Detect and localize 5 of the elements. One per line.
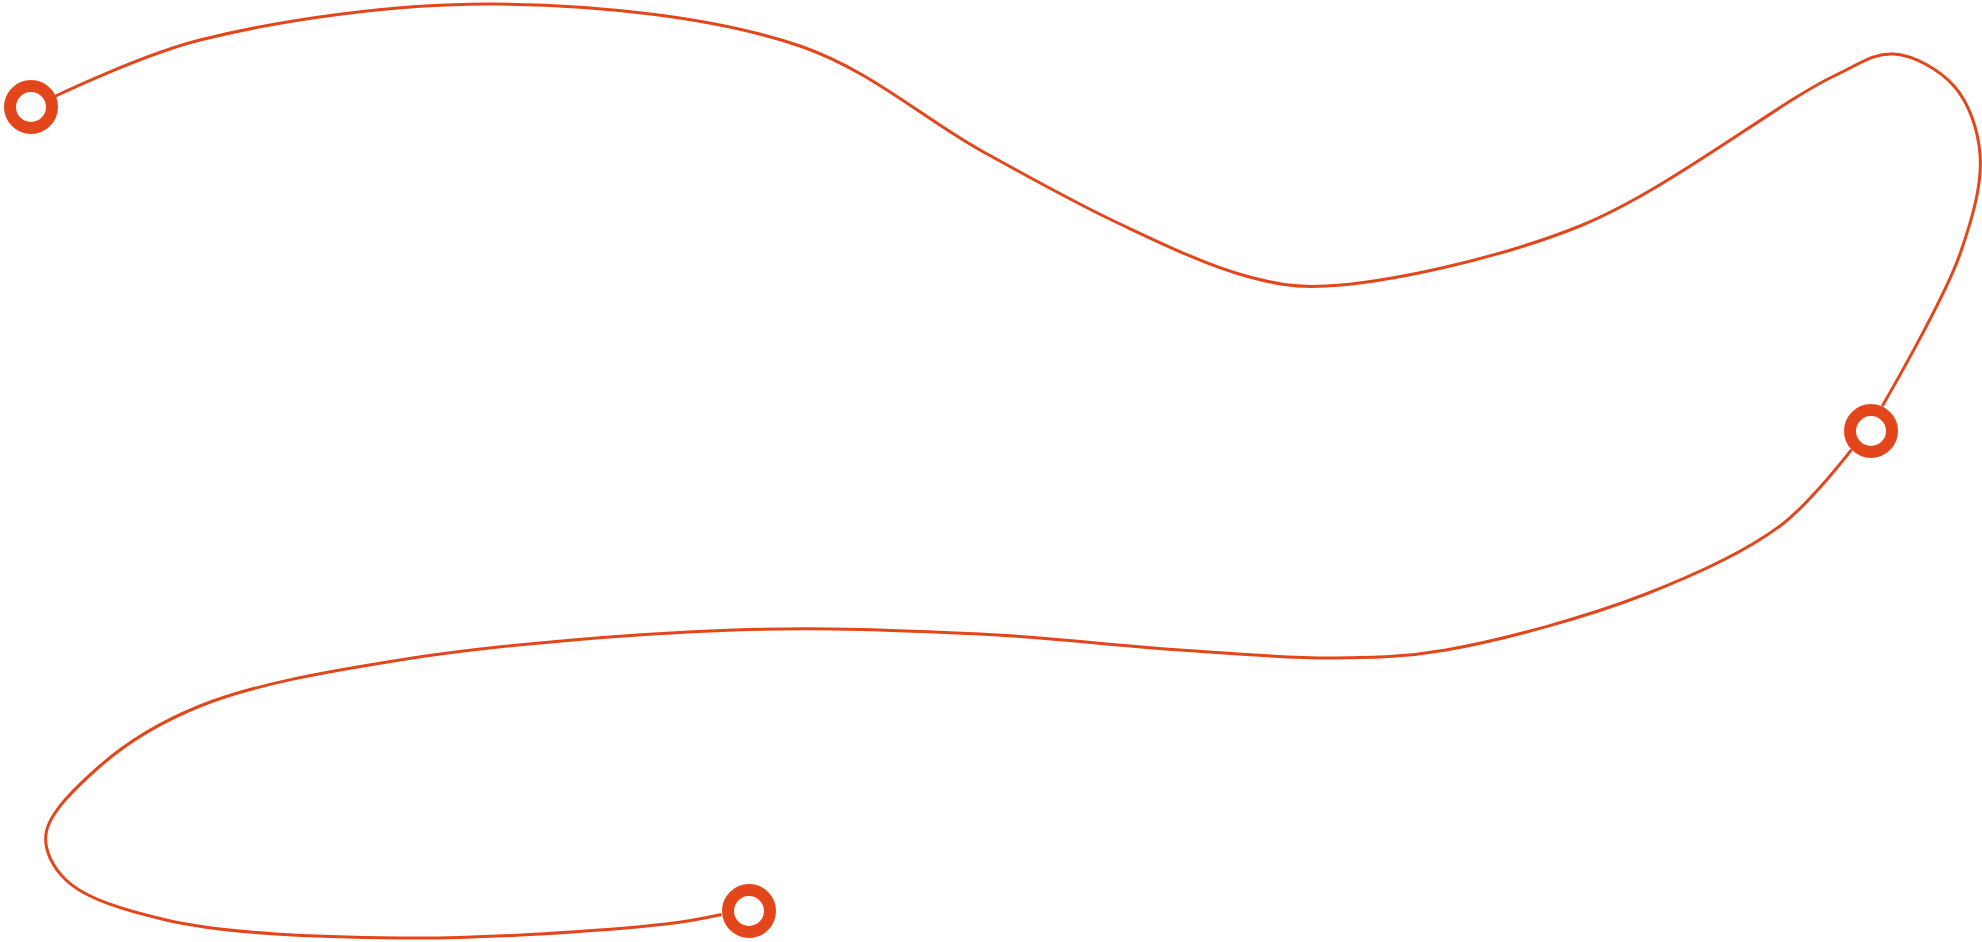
ring-marker bbox=[721, 883, 775, 937]
curved-connector bbox=[54, 2, 1982, 407]
ring-marker bbox=[3, 79, 57, 133]
ring-marker bbox=[1843, 403, 1897, 457]
curved-connector bbox=[44, 448, 1853, 940]
